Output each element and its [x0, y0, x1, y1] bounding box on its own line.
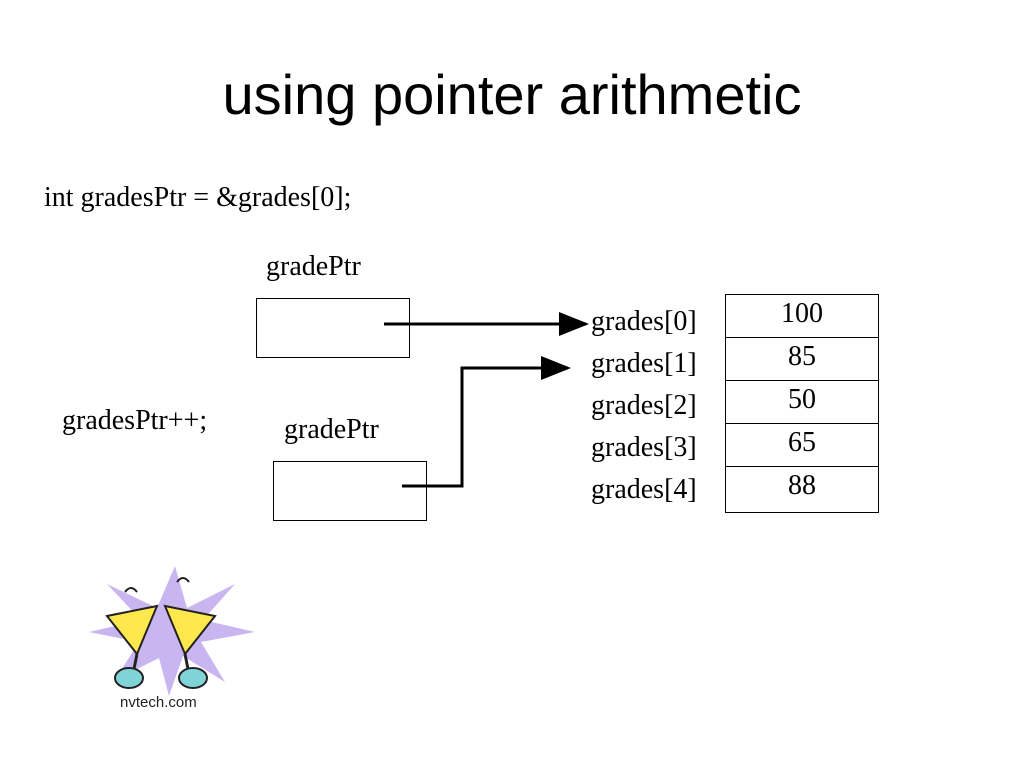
pointer-label-bottom: gradePtr [284, 414, 379, 445]
code-line-init: int gradesPtr = &grades[0]; [44, 182, 352, 213]
logo-text: nvtech.com [120, 694, 197, 711]
array-labels: grades[0] grades[1] grades[2] grades[3] … [591, 303, 697, 513]
pointer-label-top: gradePtr [266, 251, 361, 282]
pointer-box-bottom [273, 461, 427, 521]
code-line-increment: gradesPtr++; [62, 405, 208, 436]
array-cell: 88 [788, 470, 816, 501]
array-cell: 50 [726, 381, 878, 424]
array-cell: 85 [726, 338, 878, 381]
array-label: grades[1] [591, 348, 697, 379]
array-cell: 100 [726, 295, 878, 338]
array-cell: 65 [726, 424, 878, 467]
arrow-to-grades-1 [402, 356, 571, 488]
array-label: grades[3] [591, 432, 697, 463]
pointer-box-top [256, 298, 410, 358]
array-label: grades[0] [591, 306, 697, 337]
celebration-glasses-icon [89, 566, 255, 696]
grades-array: 100 85 50 65 88 [725, 294, 879, 513]
slide-title: using pointer arithmetic [222, 63, 802, 126]
array-label: grades[2] [591, 390, 697, 421]
array-label: grades[4] [591, 474, 697, 505]
